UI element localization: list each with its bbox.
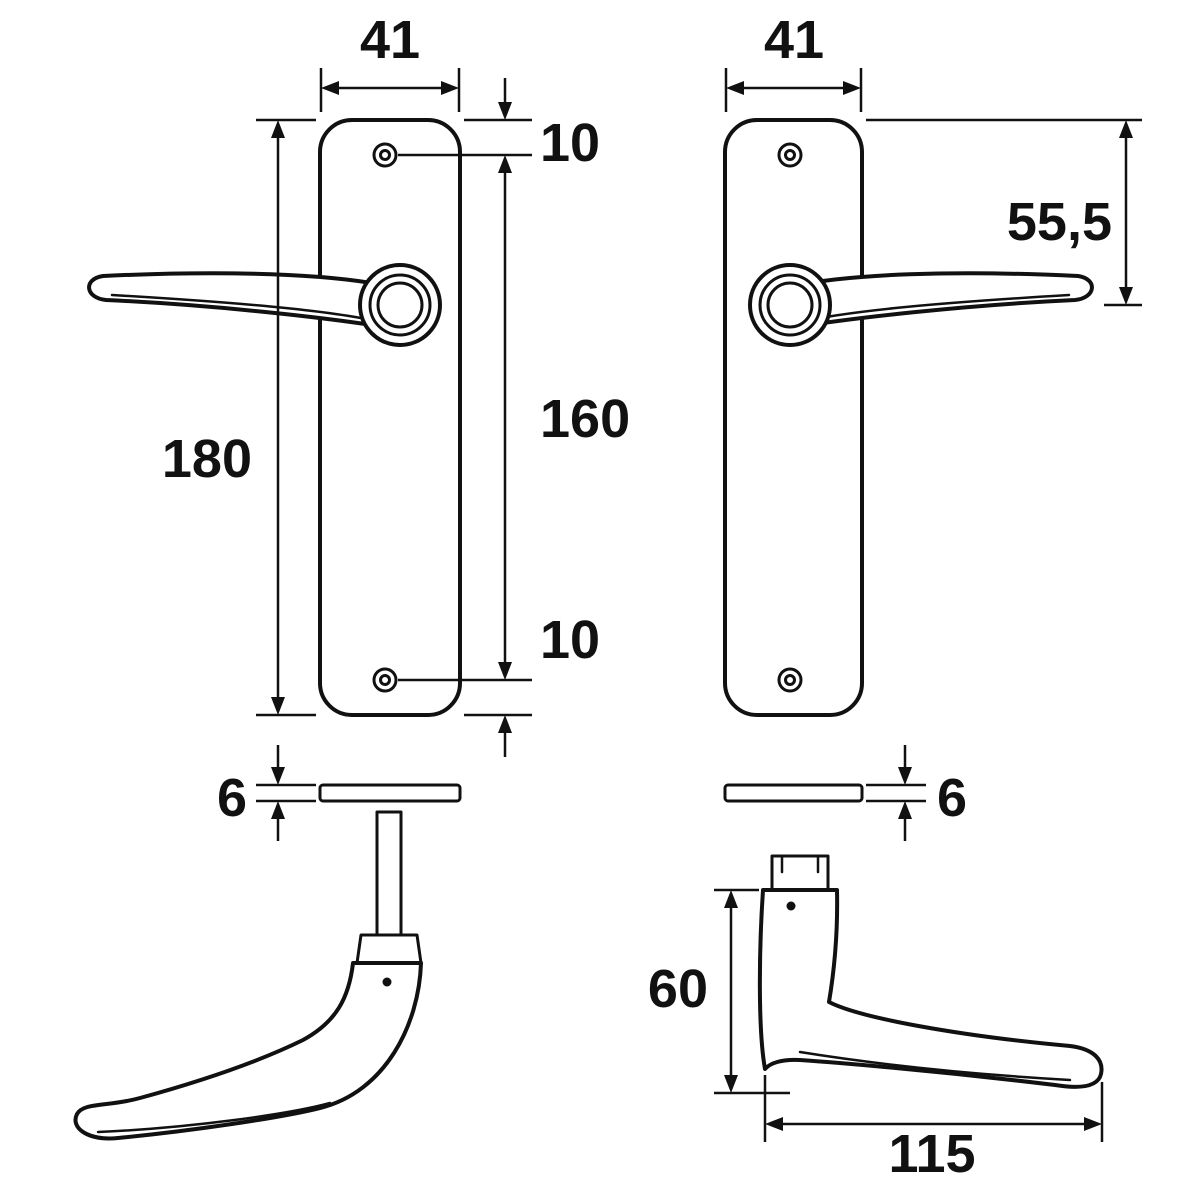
dim-180: 180 [162,118,316,717]
dim-41-right: 41 [724,10,863,112]
arrowhead [724,890,738,908]
side-plate-left [318,783,462,803]
arrowhead [1084,1117,1102,1131]
handle-grip-right-edge-line [798,1050,1072,1082]
dim-label-handle-side-height: 60 [648,959,708,1019]
arrowhead [898,801,912,819]
dim-6-left: 6 [217,745,316,841]
arrowhead [271,120,285,138]
arrowhead [724,1075,738,1093]
arrowhead [271,801,285,819]
arrowhead [498,662,512,680]
handle-side-view-left [73,810,423,1141]
hub-ring-inner-left [376,281,424,329]
arrowhead [271,697,285,715]
screw-top-left-center [379,149,391,161]
arrowhead [898,767,912,785]
arrowhead [1119,287,1133,305]
dim-60: 60 [648,888,790,1095]
grip-pin-right [786,901,796,911]
handle-grip-left-edge-line [96,1101,332,1134]
lever-left-edge-line [110,293,382,324]
spindle-rod [375,810,403,937]
spindle-socket [770,854,830,892]
lever-right [788,271,1094,330]
dim-label-right-plate-width: 41 [764,10,824,70]
arrowhead [498,102,512,120]
handle-grip-left [73,961,423,1141]
dim-41-left: 41 [319,10,461,112]
lever-left [87,271,393,330]
arrowhead [843,81,861,95]
screw-bottom-left-center [379,674,391,686]
dim-label-bottom-screw-offset: 10 [540,610,600,670]
dim-label-handle-center-from-top: 55,5 [1007,192,1112,252]
arrowhead [498,155,512,173]
side-plate-right [723,783,864,803]
front-view-left [87,118,462,717]
handle-side-view-right [757,854,1104,1089]
dim-label-top-screw-offset: 10 [540,113,600,173]
dim-10-bottom: 10 [464,610,600,757]
dim-115: 115 [763,1075,1104,1181]
arrowhead [498,715,512,733]
handle-collar [355,933,423,965]
arrowhead [441,81,459,95]
backplate-right-side-profile [723,783,864,803]
arrowhead [1119,120,1133,138]
dim-label-screw-spacing: 160 [540,389,630,449]
handle-grip-right [757,888,1104,1089]
arrowhead [271,767,285,785]
backplate-left [318,118,462,717]
dim-label-left-plate-width: 41 [360,10,420,70]
dim-label-handle-length: 115 [888,1124,975,1181]
arrowhead [726,81,744,95]
arrowhead [765,1117,783,1131]
grip-pin-left [382,977,392,987]
screw-top-right-center [784,149,796,161]
dim-label-left-plate-thickness: 6 [217,768,247,828]
front-view-right [723,118,1094,717]
hub-ring-inner-right [766,281,814,329]
dim-160: 160 [398,155,630,682]
screw-bottom-right-center [784,674,796,686]
backplate-right [723,118,864,717]
arrowhead [321,81,339,95]
dim-label-right-plate-thickness: 6 [937,768,967,828]
dim-55-5: 55,5 [866,118,1142,307]
dim-10-top: 10 [398,78,600,173]
dim-label-plate-height: 180 [162,429,252,489]
dim-6-right: 6 [866,745,967,841]
backplate-left-side-profile [318,783,462,803]
